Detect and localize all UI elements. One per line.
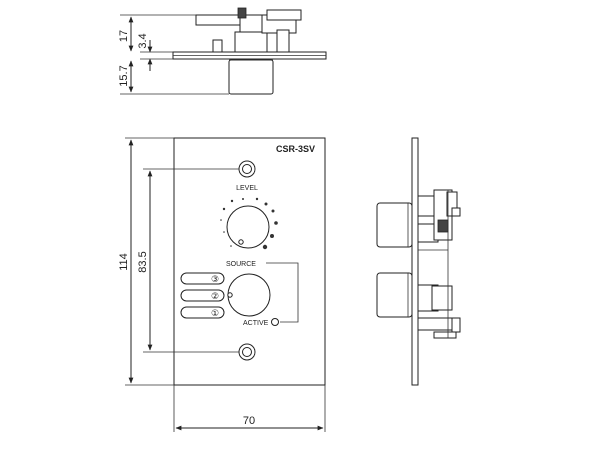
side-view-level-knob bbox=[376, 202, 413, 248]
active-led bbox=[271, 318, 279, 326]
active-label: ACTIVE bbox=[243, 320, 269, 327]
source-knob bbox=[227, 273, 271, 317]
level-label: LEVEL bbox=[236, 185, 258, 192]
source-number-1: ① bbox=[211, 309, 219, 319]
dim-panel-height: 114 bbox=[118, 253, 130, 271]
level-scale-dots bbox=[220, 197, 278, 250]
front-panel bbox=[173, 137, 326, 386]
top-view: 17 3.4 15.7 bbox=[118, 7, 327, 95]
source-label: SOURCE bbox=[226, 261, 256, 268]
source-number-2: ② bbox=[211, 292, 219, 302]
top-view-knob bbox=[228, 59, 274, 95]
dim-hole-pitch: 83.5 bbox=[137, 251, 149, 272]
dim-knob-depth: 15.7 bbox=[118, 65, 130, 86]
dim-panel-width: 70 bbox=[243, 415, 255, 427]
front-view: CSR-3SV LEVEL SOURCE bbox=[118, 137, 326, 432]
side-view-source-knob bbox=[376, 272, 413, 318]
dim-height-top: 17 bbox=[118, 30, 130, 42]
source-indicators: ③ ② ① bbox=[180, 272, 225, 319]
level-knob bbox=[226, 205, 270, 249]
dim-thickness: 3.4 bbox=[137, 33, 149, 48]
model-label: CSR-3SV bbox=[276, 144, 315, 154]
level-knob-indicator bbox=[238, 239, 244, 245]
side-view-plate bbox=[411, 137, 419, 386]
source-knob-indicator bbox=[227, 292, 233, 298]
source-number-3: ③ bbox=[211, 275, 219, 285]
side-view bbox=[376, 137, 461, 386]
